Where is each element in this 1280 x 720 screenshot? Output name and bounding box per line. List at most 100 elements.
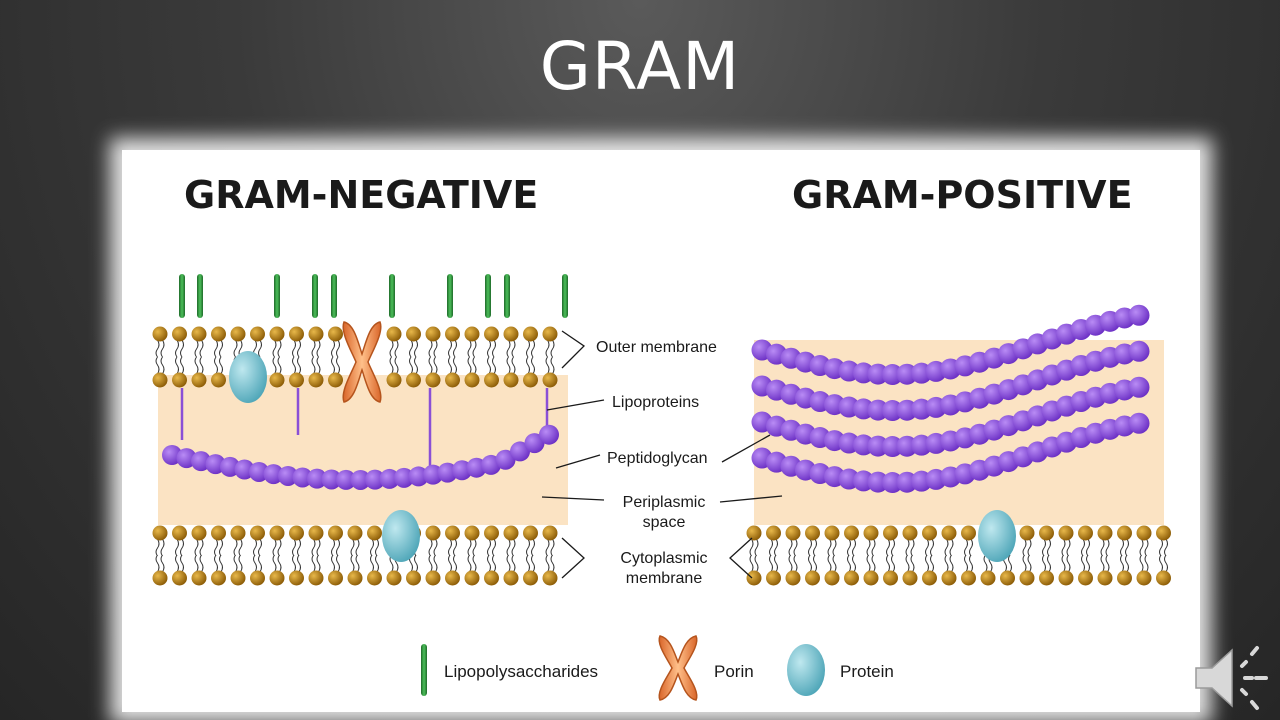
phospholipid-head <box>269 570 285 586</box>
phospholipid-head <box>464 570 480 586</box>
positive-cytoplasmic-membrane <box>746 525 1171 586</box>
lipid-tails <box>769 538 778 573</box>
phospholipid-head <box>824 525 840 541</box>
phospholipid-head <box>308 326 324 342</box>
lipid-tails <box>214 339 223 375</box>
phospholipid-head <box>523 372 538 388</box>
phospholipid-head <box>269 525 285 541</box>
lipopolysaccharide <box>485 274 491 318</box>
phospholipid-head <box>445 326 460 342</box>
phospholipid-head <box>406 372 421 388</box>
phospholipid-head <box>902 525 918 541</box>
phospholipid-head <box>308 372 324 388</box>
lipopolysaccharide <box>197 274 203 318</box>
phospholipid-head <box>445 525 460 541</box>
protein-negative-cytoplasmic <box>382 510 420 562</box>
lipid-tails <box>155 339 165 375</box>
phospholipid-head <box>406 326 421 342</box>
negative-outer-membrane <box>152 326 558 388</box>
phospholipid-head <box>1117 525 1132 541</box>
peptidoglycan-bead <box>495 449 516 470</box>
peptidoglycan-bead <box>321 469 342 490</box>
lipid-tails <box>370 538 379 573</box>
phospholipid-head <box>902 570 918 586</box>
porin-outer-membrane <box>342 321 382 403</box>
lipid-tails <box>175 538 184 573</box>
gram-negative-heading: GRAM-NEGATIVE <box>184 173 538 217</box>
phospholipid-head <box>1136 525 1152 541</box>
phospholipid-head <box>250 326 265 342</box>
peptidoglycan-bead <box>1128 340 1150 362</box>
phospholipid-head <box>1078 570 1093 586</box>
phospholipid-head <box>211 525 226 541</box>
phospholipid-head <box>961 525 976 541</box>
phospholipid-head <box>941 525 957 541</box>
lipid-tails <box>272 339 282 375</box>
lipopolysaccharide <box>274 274 280 318</box>
phospholipid-head <box>289 525 304 541</box>
diagram-figure: GRAM-NEGATIVE GRAM-POSITIVE <box>122 150 1200 712</box>
phospholipid-head <box>1058 570 1074 586</box>
speaker-icon[interactable] <box>1190 640 1274 716</box>
phospholipid-head <box>367 525 382 541</box>
lipid-tails <box>467 538 477 573</box>
peptidoglycan-bead <box>524 433 545 454</box>
peptidoglycan-bead <box>539 424 559 445</box>
phospholipid-head <box>464 525 480 541</box>
lipid-tails <box>292 339 301 375</box>
lipid-tails <box>886 538 895 573</box>
lipid-tails <box>1159 538 1168 573</box>
phospholipid-head <box>523 525 538 541</box>
peptidoglycan-bead <box>510 441 530 462</box>
lipid-tails <box>506 538 516 573</box>
phospholipid-head <box>172 570 187 586</box>
periplasmic-label-line1: Periplasmic <box>623 494 706 511</box>
phospholipid-head <box>503 372 519 388</box>
lipopolysaccharide <box>389 274 395 318</box>
lipid-tails <box>1139 538 1149 573</box>
lipid-tails <box>1120 538 1129 573</box>
lipopolysaccharide <box>312 274 318 318</box>
phospholipid-head <box>503 525 519 541</box>
phospholipid-head <box>542 372 558 388</box>
phospholipid-head <box>503 326 519 342</box>
lipid-tails <box>194 538 204 573</box>
phospholipid-head <box>211 326 226 342</box>
legend: Lipopolysaccharides Porin Protein <box>421 635 894 701</box>
lipid-tails <box>1100 538 1110 573</box>
peptidoglycan-label: Peptidoglycan <box>607 450 708 467</box>
gram-diagram: GRAM-NEGATIVE GRAM-POSITIVE <box>152 173 1171 701</box>
lipid-tails <box>428 538 438 573</box>
lipid-tails <box>448 538 457 573</box>
lipid-tails <box>866 538 876 573</box>
phospholipid-head <box>1058 525 1074 541</box>
phospholipid-head <box>406 570 421 586</box>
phospholipid-head <box>863 525 879 541</box>
protein-outer-membrane <box>229 351 267 403</box>
phospholipid-head <box>542 326 558 342</box>
phospholipid-head <box>863 570 879 586</box>
lipid-tails <box>487 339 496 375</box>
peptidoglycan-bead <box>350 469 371 490</box>
phospholipid-head <box>824 570 840 586</box>
lipid-tails <box>487 538 496 573</box>
phospholipid-head <box>844 525 859 541</box>
lipid-tails <box>448 339 457 375</box>
phospholipid-head <box>523 326 538 342</box>
phospholipid-head <box>1019 570 1035 586</box>
lipopolysaccharide-chains <box>179 274 568 318</box>
lipopolysaccharides-legend-label: Lipopolysaccharides <box>444 662 598 681</box>
lipid-tails <box>467 339 477 375</box>
lipid-tails <box>1061 538 1071 573</box>
protein-legend-icon <box>787 644 825 696</box>
negative-cytoplasmic-membrane <box>152 525 558 586</box>
lipid-tails <box>506 339 516 375</box>
phospholipid-head <box>328 525 343 541</box>
phospholipid-head <box>425 372 441 388</box>
phospholipid-head <box>308 570 324 586</box>
peptidoglycan-bead <box>336 469 356 490</box>
lipid-tails <box>331 538 340 573</box>
phospholipid-head <box>172 372 187 388</box>
phospholipid-head <box>328 570 343 586</box>
phospholipid-head <box>328 326 343 342</box>
